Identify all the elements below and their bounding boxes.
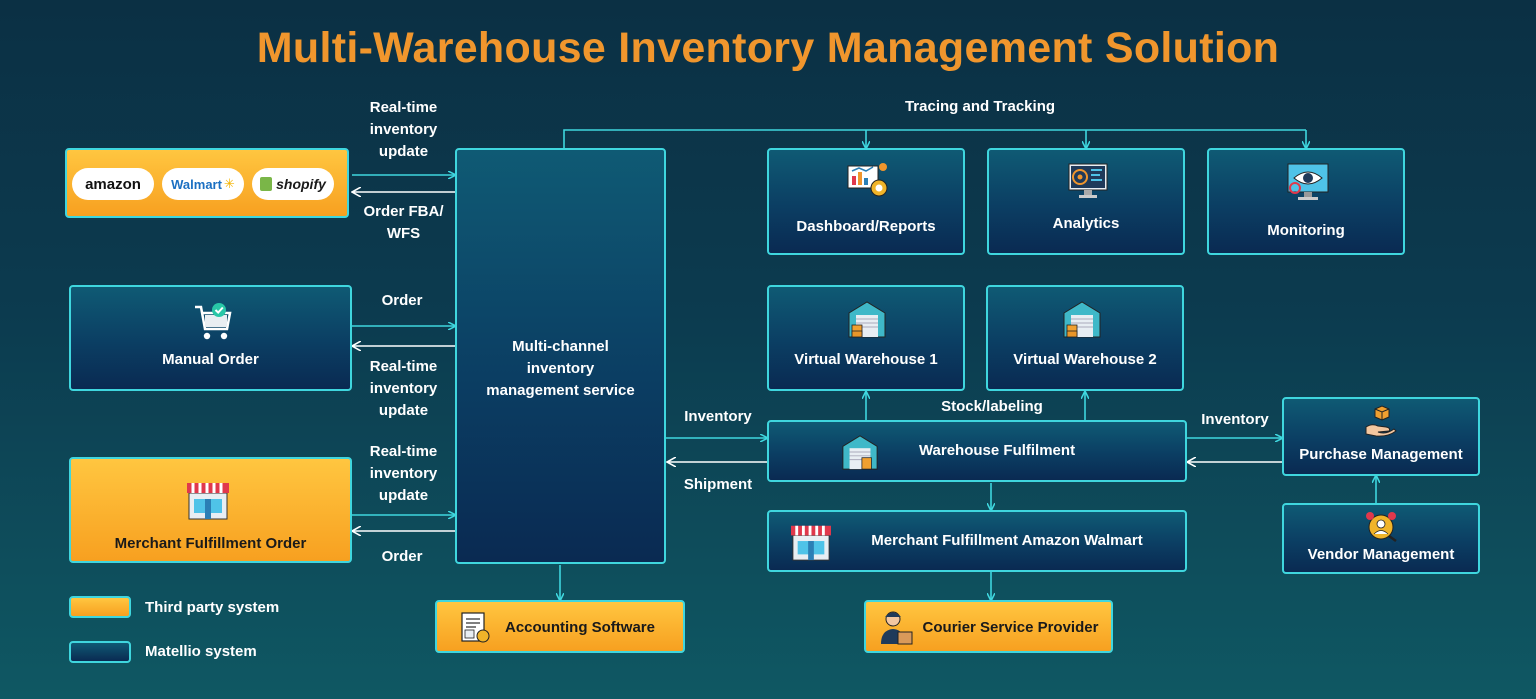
merchant-order-label: Merchant Fulfillment Order xyxy=(114,535,307,552)
flow-text: inventory xyxy=(369,121,438,138)
dashboard-box: Dashboard/Reports xyxy=(767,148,965,255)
virtual-warehouse-2-box: Virtual Warehouse 2 xyxy=(986,285,1184,391)
flow-inventory-left: Inventory xyxy=(684,408,752,425)
monitoring-label: Monitoring xyxy=(1267,222,1345,239)
virtual-warehouse-2-label: Virtual Warehouse 2 xyxy=(1013,351,1157,368)
store-icon xyxy=(791,525,831,561)
service-text: inventory xyxy=(526,360,595,377)
vendor-management-label: Vendor Management xyxy=(1307,546,1455,563)
warehouse-icon xyxy=(848,301,886,338)
dashboard-icon xyxy=(847,163,888,197)
legend-third-party-swatch xyxy=(69,596,131,618)
flow-text: update xyxy=(378,487,429,504)
warehouse-icon xyxy=(842,435,878,470)
legend-matellio-label: Matellio system xyxy=(145,643,257,660)
warehouse-icon xyxy=(1063,301,1101,338)
flow-text: Real-time xyxy=(369,443,438,460)
marketplace-box: amazon Walmart✳ shopify xyxy=(65,148,349,218)
shopify-logo: shopify xyxy=(252,168,334,200)
accounting-box: Accounting Software xyxy=(435,600,685,653)
flow-text: Real-time xyxy=(369,99,438,116)
purchase-management-box: Purchase Management xyxy=(1282,397,1480,476)
flow-order-1: Order xyxy=(381,292,423,309)
manual-order-label: Manual Order xyxy=(162,351,259,368)
accounting-label: Accounting Software xyxy=(504,619,655,636)
flow-order-2: Order xyxy=(381,548,423,565)
flow-stock-labeling: Stock/labeling xyxy=(941,398,1043,415)
courier-label: Courier Service Provider xyxy=(922,619,1099,636)
flow-text: Real-time xyxy=(369,358,438,375)
warehouse-fulfilment-box: Warehouse Fulfilment xyxy=(767,420,1187,482)
box-hand-icon xyxy=(1365,405,1397,437)
flow-shipment: Shipment xyxy=(683,476,753,493)
virtual-warehouse-1-label: Virtual Warehouse 1 xyxy=(794,351,938,368)
walmart-logo: Walmart✳ xyxy=(162,168,244,200)
analytics-box: Analytics xyxy=(987,148,1185,255)
merchant-order-box: Merchant Fulfillment Order xyxy=(69,457,352,563)
analytics-label: Analytics xyxy=(1052,215,1120,232)
monitoring-box: Monitoring xyxy=(1207,148,1405,255)
amazon-logo: amazon xyxy=(72,168,154,200)
legend-matellio-swatch xyxy=(69,641,131,663)
purchase-management-label: Purchase Management xyxy=(1299,446,1463,463)
flow-text: update xyxy=(378,402,429,419)
service-text: management service xyxy=(486,382,635,399)
vendor-icon xyxy=(1366,512,1397,542)
manual-order-box: Manual Order xyxy=(69,285,352,391)
flow-inventory-right: Inventory xyxy=(1201,411,1269,428)
service-text: Multi-channel xyxy=(512,338,609,355)
monitoring-icon xyxy=(1287,163,1329,200)
warehouse-fulfilment-label: Warehouse Fulfilment xyxy=(918,442,1076,459)
document-icon xyxy=(461,612,490,643)
flow-tracing: Tracing and Tracking xyxy=(904,98,1056,115)
inventory-service-label: Multi-channel inventory management servi… xyxy=(457,336,664,402)
walmart-logo-text: Walmart xyxy=(171,176,222,192)
flow-realtime-update-2: Real-time inventory update xyxy=(352,356,455,422)
flow-order-fba: Order FBA/ WFS xyxy=(352,201,455,245)
cart-icon xyxy=(195,303,232,340)
flow-text: inventory xyxy=(369,465,438,482)
flow-text: update xyxy=(378,143,429,160)
virtual-warehouse-1-box: Virtual Warehouse 1 xyxy=(767,285,965,391)
flow-text: inventory xyxy=(369,380,438,397)
shopify-logo-text: shopify xyxy=(276,176,326,192)
flow-text: WFS xyxy=(386,225,421,242)
merchant-amazon-walmart-box: Merchant Fulfillment Amazon Walmart xyxy=(767,510,1187,572)
store-icon xyxy=(187,483,229,520)
dashboard-label: Dashboard/Reports xyxy=(796,218,936,235)
merchant-amazon-walmart-label: Merchant Fulfillment Amazon Walmart xyxy=(871,532,1143,549)
flow-realtime-update-1: Real-time inventory update xyxy=(352,97,455,163)
courier-icon xyxy=(881,611,913,645)
vendor-management-box: Vendor Management xyxy=(1282,503,1480,574)
legend-third-party-label: Third party system xyxy=(145,599,280,616)
inventory-service-box: Multi-channel inventory management servi… xyxy=(455,148,666,564)
flow-realtime-update-3: Real-time inventory update xyxy=(352,441,455,507)
courier-box: Courier Service Provider xyxy=(864,600,1113,653)
page-title: Multi-Warehouse Inventory Management Sol… xyxy=(256,24,1280,72)
flow-text: Order FBA/ xyxy=(363,203,444,220)
analytics-icon xyxy=(1068,163,1108,198)
